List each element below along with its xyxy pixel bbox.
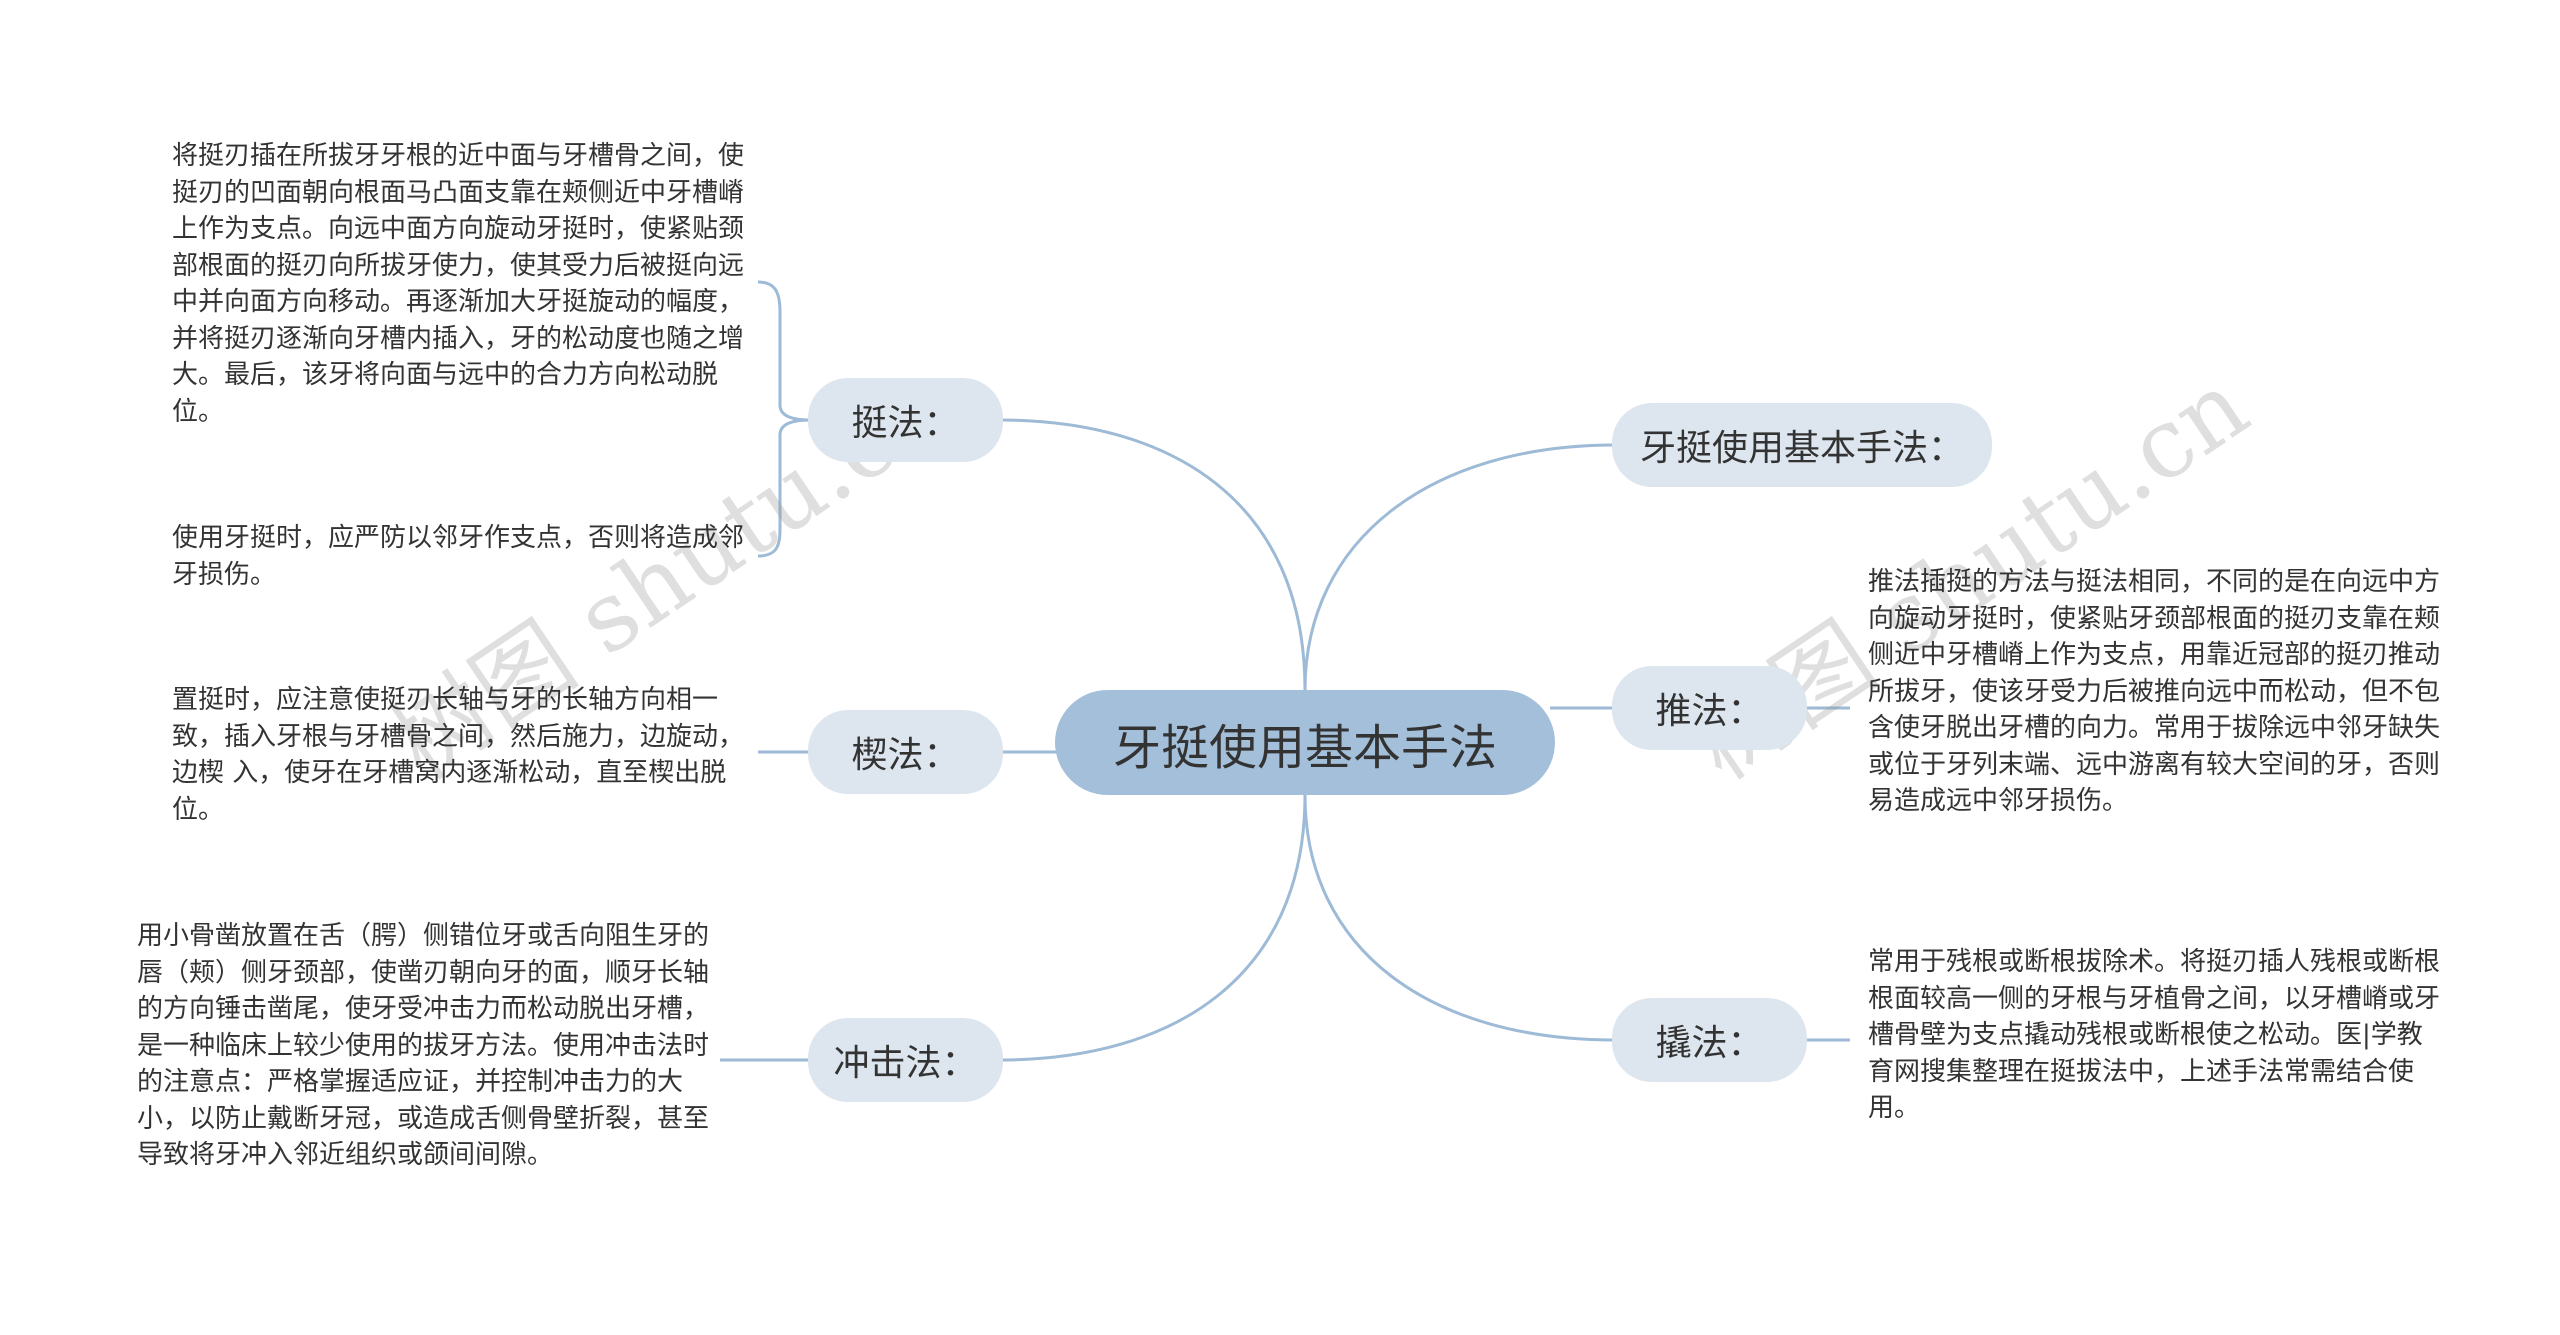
leaf-tuifa: 推法插挺的方法与挺法相同，不同的是在向远中方向旋动牙挺时，使紧贴牙颈部根面的挺刃… <box>1868 567 2441 816</box>
connector-tingfa-brace <box>757 280 811 558</box>
leaf-chongji: 用小骨凿放置在舌（腭）侧错位牙或舌向阻生牙的唇（颊）侧牙颈部，使凿刃朝向牙的面，… <box>137 921 710 1170</box>
leaf-tingfa-1: 将挺刃插在所拔牙牙根的近中面与牙槽骨之间，使挺刃的凹面朝向根面马凸面支靠在颊侧近… <box>172 141 745 427</box>
branch-chongji[interactable]: 冲击法： <box>808 1018 1003 1102</box>
connector-root-jiben <box>1303 443 1616 691</box>
connector-root-tingfa <box>999 418 1307 691</box>
branch-tingfa[interactable]: 挺法： <box>808 378 1003 462</box>
branch-jiben[interactable]: 牙挺使用基本手法： <box>1612 403 1992 487</box>
branch-tuifa[interactable]: 推法： <box>1612 666 1807 750</box>
leaf-xiefa: 置挺时，应注意使挺刃长轴与牙的长轴方向相一致，插入牙根与牙槽骨之间，然后施力，边… <box>172 685 745 825</box>
connector-root-qiaofa <box>1303 794 1616 1042</box>
root-topic[interactable]: 牙挺使用基本手法 <box>1055 690 1555 795</box>
leaf-qiaofa: 常用于残根或断根拔除术。将挺刃插人残根或断根根面较高一侧的牙根与牙植骨之间，以牙… <box>1868 947 2441 1123</box>
branch-qiaofa[interactable]: 撬法： <box>1612 998 1807 1082</box>
leaf-tingfa-2: 使用牙挺时，应严防以邻牙作支点，否则将造成邻牙损伤。 <box>172 523 745 590</box>
connector-root-chongji <box>999 794 1307 1062</box>
branch-xiefa[interactable]: 楔法： <box>808 710 1003 794</box>
